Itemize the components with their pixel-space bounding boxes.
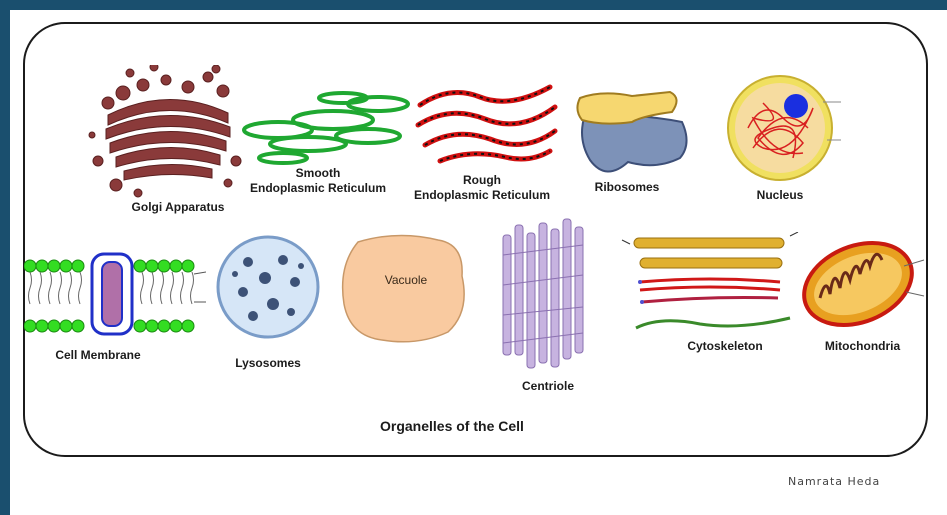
label-rough-er-line1: Rough — [402, 173, 562, 188]
label-smooth-er-line2: Endoplasmic Reticulum — [228, 181, 408, 196]
lysosomes-illustration — [213, 232, 323, 342]
label-ribosomes: Ribosomes — [572, 180, 682, 195]
ribosomes-illustration — [572, 88, 692, 183]
label-vacuole: Vacuole — [385, 273, 428, 287]
label-smooth-er: Smooth Endoplasmic Reticulum — [228, 166, 408, 196]
mitochondria-illustration — [798, 232, 926, 332]
label-nucleus: Nucleus — [735, 188, 825, 203]
diagram-canvas: Golgi Apparatus Smooth Endoplasmic Retic… — [10, 10, 947, 515]
label-cytoskeleton: Cytoskeleton — [670, 339, 780, 354]
label-smooth-er-line1: Smooth — [228, 166, 408, 181]
label-rough-er-line2: Endoplasmic Reticulum — [402, 188, 562, 203]
golgi-apparatus-illustration — [88, 65, 248, 200]
label-lysosomes: Lysosomes — [218, 356, 318, 371]
label-mitochondria: Mitochondria — [805, 339, 920, 354]
cell-membrane-illustration — [24, 246, 206, 341]
vacuole-illustration: Vacuole — [338, 232, 474, 347]
diagram-caption: Organelles of the Cell — [380, 418, 524, 434]
label-cell-membrane: Cell Membrane — [38, 348, 158, 363]
rough-er-illustration — [410, 75, 565, 170]
centriole-illustration — [495, 215, 595, 380]
smooth-er-illustration — [238, 90, 413, 170]
nucleus-illustration — [723, 68, 843, 188]
cytoskeleton-illustration — [620, 232, 800, 332]
label-centriole: Centriole — [508, 379, 588, 394]
label-rough-er: Rough Endoplasmic Reticulum — [402, 173, 562, 203]
label-golgi-apparatus: Golgi Apparatus — [108, 200, 248, 215]
author-signature: Namrata Heda — [788, 475, 880, 488]
